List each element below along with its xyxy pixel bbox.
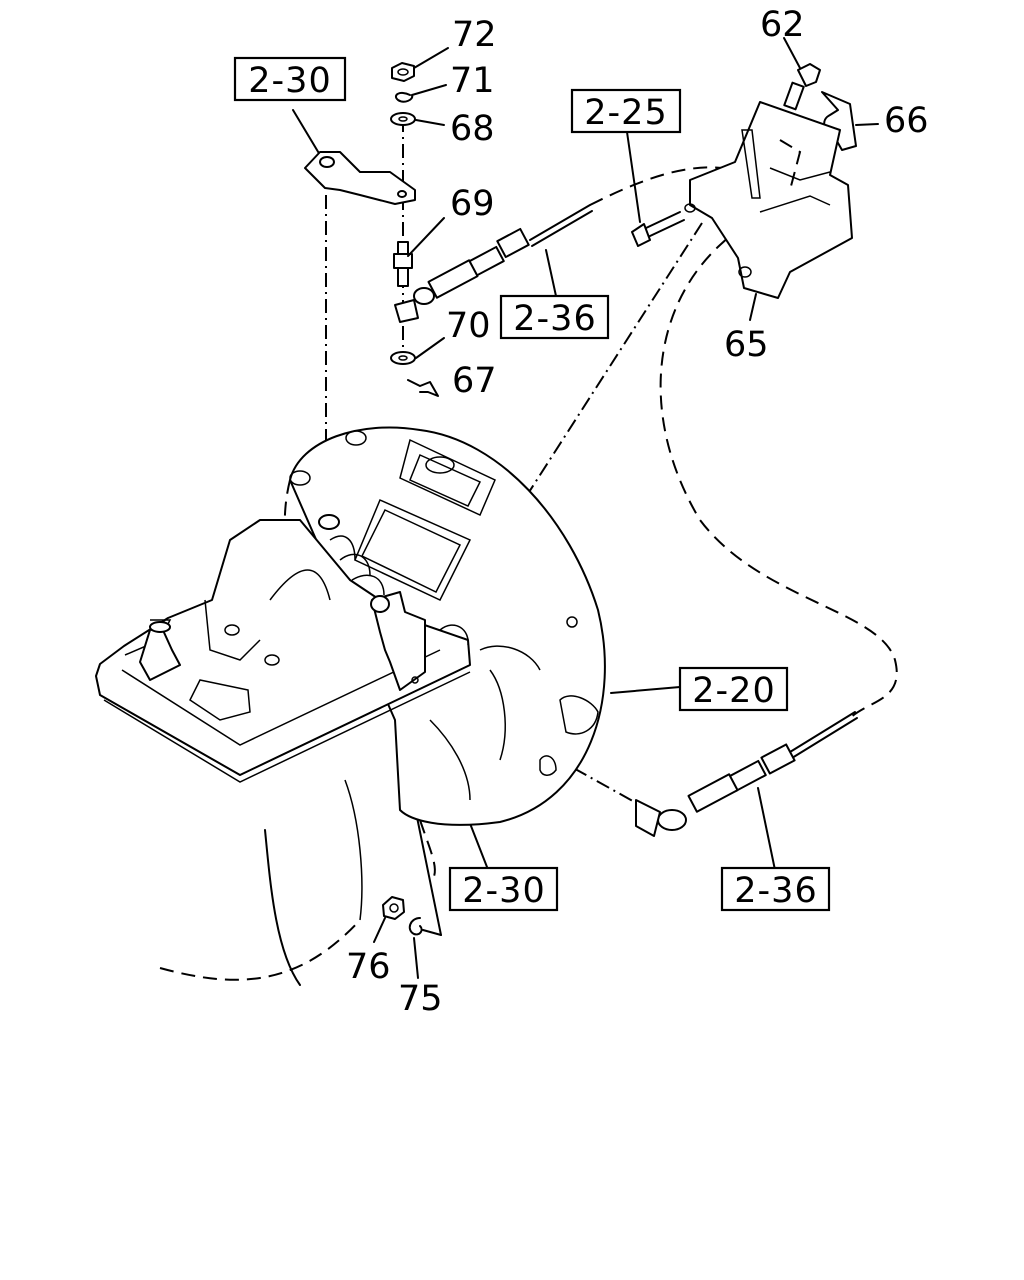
ref-label-2-30-top: 2-30 (248, 61, 331, 101)
washer-70 (390, 351, 416, 365)
clip-75 (408, 917, 423, 936)
ref-label-2-25: 2-25 (584, 93, 667, 133)
part-number-75: 75 (398, 979, 443, 1019)
ref-label-2-20: 2-20 (692, 671, 775, 711)
part-number-69: 69 (450, 184, 495, 224)
part-number-76: 76 (346, 947, 391, 987)
bracket-65 (689, 101, 853, 299)
washer-68 (390, 112, 416, 126)
part-number-66: 66 (884, 101, 929, 141)
part-numbers: 72 71 68 69 70 67 62 66 65 76 75 (346, 5, 929, 1019)
bolt-2-25 (631, 223, 651, 247)
nut-72 (391, 62, 415, 82)
part-number-72: 72 (452, 15, 497, 55)
part-number-70: 70 (446, 306, 491, 346)
ref-label-2-36-bottom: 2-36 (734, 871, 817, 911)
ref-label-2-36-top: 2-36 (513, 299, 596, 339)
reference-boxes: 2-30 2-25 2-36 2-20 2-30 2-36 (233, 56, 831, 912)
shift-cable-route (589, 166, 898, 719)
hardware-stack (390, 62, 439, 397)
cotter-67 (407, 379, 439, 397)
part-number-68: 68 (450, 109, 495, 149)
clip-71 (394, 91, 414, 103)
part-number-62: 62 (760, 5, 805, 45)
nut-76 (382, 896, 405, 920)
upper-right-bracket (631, 63, 857, 299)
upper-lever-bracket (304, 151, 416, 205)
part-number-71: 71 (450, 61, 495, 101)
lower-hardware (382, 896, 423, 936)
upper-cable-end (394, 204, 593, 323)
ref-label-2-30-bottom: 2-30 (462, 871, 545, 911)
transmission-housing (95, 426, 606, 986)
bolt-62 (797, 63, 821, 87)
part-number-65: 65 (724, 325, 769, 365)
lower-cable-end (635, 711, 858, 837)
part-number-67: 67 (452, 361, 497, 401)
pin-69 (393, 241, 413, 287)
part-leaders (373, 37, 879, 979)
